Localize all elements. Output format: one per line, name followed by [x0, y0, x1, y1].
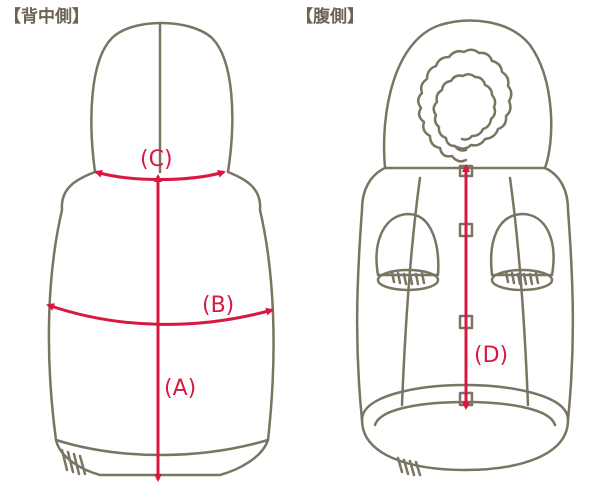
left-leg-sleeve — [375, 212, 440, 277]
belly-view-title: 【腹側】 — [296, 7, 364, 27]
back-hood-outline — [90, 21, 234, 174]
right-leg-cuff — [490, 268, 554, 292]
belly-panel-left — [400, 176, 422, 407]
right-leg-sleeve — [489, 212, 555, 277]
left-leg-cuff — [376, 268, 440, 292]
measure-line-b — [46, 303, 274, 326]
back-hem-band — [54, 438, 270, 457]
hood-fur-inner — [432, 73, 497, 152]
belly-view — [355, 19, 575, 477]
back-measurements — [46, 169, 274, 482]
label-b: (B) — [202, 293, 234, 318]
measure-line-c — [94, 169, 226, 181]
belly-panel-right — [508, 176, 530, 407]
label-a: (A) — [164, 376, 196, 401]
belly-hood-outline — [382, 19, 553, 170]
back-view-title: 【背中側】 — [4, 7, 89, 27]
belly-body-outline — [355, 166, 387, 422]
label-d: (D) — [474, 343, 508, 368]
belly-bottom-ribs — [396, 456, 422, 477]
back-hem-ribs — [60, 448, 87, 476]
back-view — [47, 21, 275, 477]
hood-fur-trim — [417, 48, 513, 163]
back-body-outline — [47, 170, 275, 477]
label-c: (C) — [140, 147, 173, 172]
